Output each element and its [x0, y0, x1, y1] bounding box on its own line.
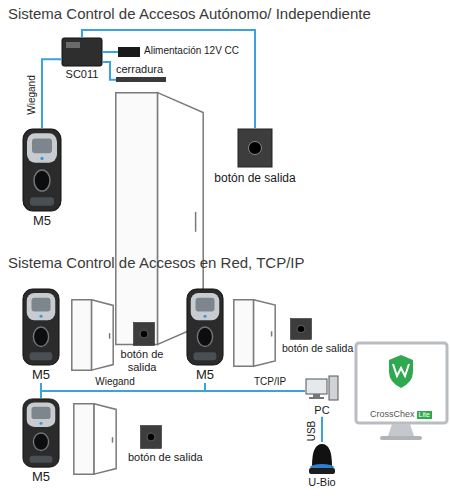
device-label: botón de salida: [128, 451, 203, 464]
device-label: botón de salida: [282, 342, 353, 354]
wire: [321, 417, 323, 442]
door: [74, 404, 116, 474]
software-monitor: CrossChexLite: [357, 345, 445, 419]
pc-icon: [306, 376, 338, 400]
exit-button-icon: [134, 323, 155, 346]
exit-button: botón de salida: [282, 318, 358, 354]
device-label: M5: [32, 368, 50, 383]
section-title: Sistema Control de Accesos en Red, TCP/I…: [8, 254, 305, 271]
u-bio-icon: [309, 444, 335, 474]
door: [234, 300, 275, 367]
device-label: Alimentación 12V CC: [144, 45, 239, 57]
power-supply: Alimentación 12V CC: [118, 45, 244, 57]
door: [72, 300, 113, 370]
controller-box: SC011: [62, 38, 102, 81]
pc: PC: [305, 376, 339, 417]
card-reader: M5: [22, 398, 60, 485]
device-label: U-Bio: [308, 476, 336, 489]
device-label: SC011: [66, 68, 99, 81]
lock-icon: [116, 77, 166, 82]
device-label: botón de salida: [115, 348, 169, 373]
diagram-title: Sistema Control de Accesos Autónomo/ Ind…: [8, 5, 371, 22]
device-label: PC: [314, 404, 329, 417]
door-lock: cerradura: [116, 63, 168, 84]
device-label: botón de salida: [214, 172, 295, 186]
fingerprint-enroller: U-Bio: [305, 442, 339, 489]
card-reader: M5: [22, 128, 62, 229]
power-supply-icon: [118, 47, 140, 57]
controller-icon: [62, 38, 102, 66]
signal-label: TCP/IP: [252, 376, 288, 388]
wire: [102, 51, 118, 53]
software-monitor-icon: [356, 343, 447, 440]
controller-detail: [66, 42, 80, 48]
exit-button-icon: [141, 426, 162, 449]
card-reader: M5: [186, 288, 224, 383]
wire: [82, 30, 255, 128]
device-label: CrossChex: [370, 409, 415, 419]
edition-badge: Lite: [417, 411, 432, 419]
wire: [42, 59, 62, 128]
m5-reader-icon: [23, 289, 59, 365]
signal-label: USB: [306, 419, 318, 444]
exit-button: botón de salida: [128, 425, 207, 464]
device-label: M5: [32, 470, 50, 485]
signal-label: Wiegand: [93, 376, 136, 388]
m5-reader-icon: [23, 129, 61, 211]
m5-reader-icon: [187, 289, 223, 365]
exit-button-icon: [238, 129, 272, 167]
device-label: M5: [33, 214, 51, 229]
device-label: M5: [196, 368, 214, 383]
exit-button: botón de salida: [212, 128, 298, 186]
card-reader: M5: [22, 288, 60, 383]
m5-reader-icon: [23, 399, 59, 467]
exit-button-icon: [291, 319, 312, 340]
wire: [102, 62, 116, 80]
exit-button: botón de salida: [115, 322, 169, 373]
signal-label: Wiegand: [26, 73, 38, 116]
device-label: cerradura: [116, 63, 163, 76]
